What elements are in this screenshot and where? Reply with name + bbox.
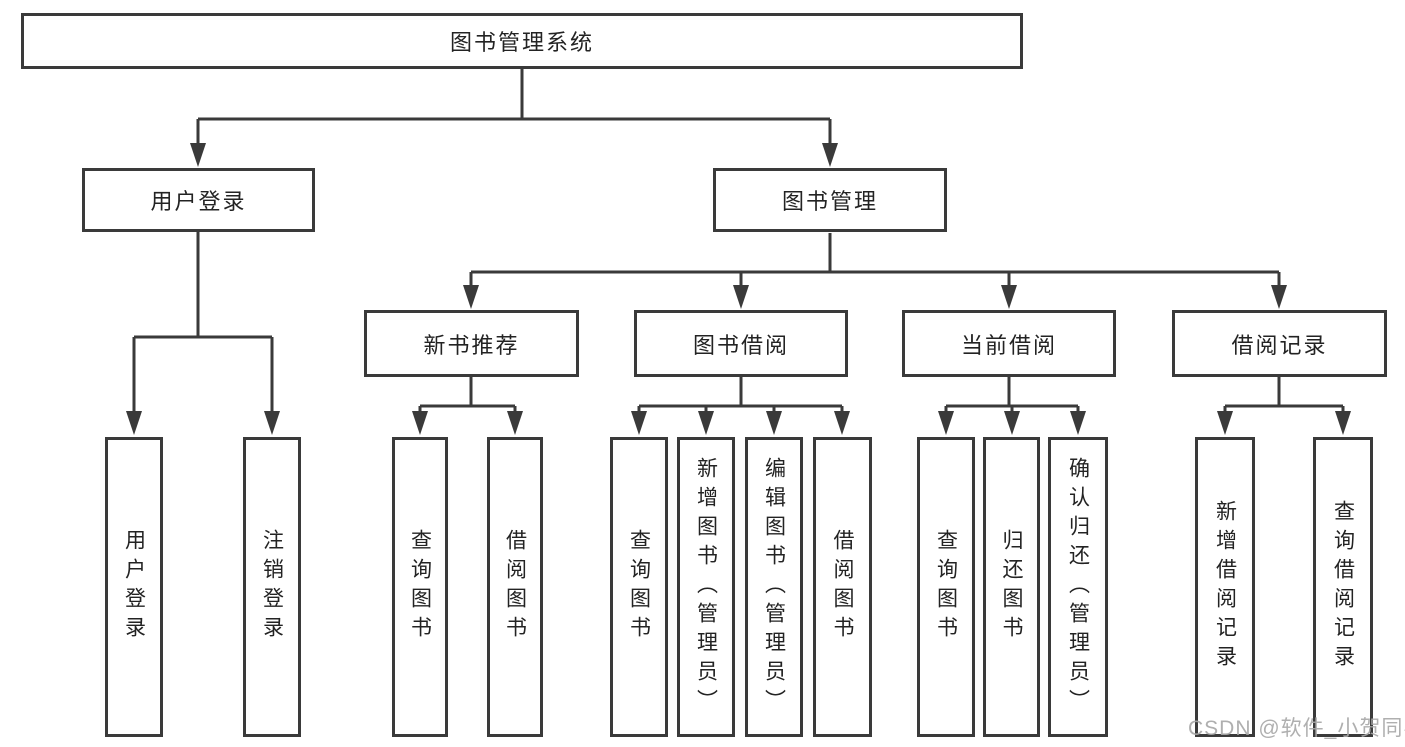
arrowhead-down [1070, 411, 1086, 435]
leaf-add-books-admin: 新增图书（管理员） [677, 437, 735, 737]
node-new-book-recommend: 新书推荐 [364, 310, 579, 377]
connector-newbook-to-leaves [418, 377, 517, 414]
leaf-query-books-recommend: 查询图书 [392, 437, 448, 737]
leaf-query-books-current-label: 查询图书 [934, 529, 958, 645]
leaf-confirm-return-admin: 确认归还（管理员） [1048, 437, 1108, 737]
leaf-edit-books-admin: 编辑图书（管理员） [745, 437, 803, 737]
leaf-user-login-label: 用户登录 [122, 529, 146, 645]
connector-bookborrow-to-leaves [637, 377, 844, 414]
arrowhead-down [1335, 411, 1351, 435]
node-borrow-records: 借阅记录 [1172, 310, 1387, 377]
node-new-book-recommend-label: 新书推荐 [423, 332, 520, 358]
arrowhead-down [733, 285, 749, 309]
arrowhead-down [1271, 285, 1287, 309]
arrowhead-down [834, 411, 850, 435]
leaf-query-borrow-record-label: 查询借阅记录 [1331, 500, 1355, 674]
leaf-borrow-books-recommend: 借阅图书 [487, 437, 543, 737]
leaf-query-books-recommend-label: 查询图书 [408, 529, 432, 645]
connector-borrowrecords-to-leaves [1223, 377, 1345, 414]
node-borrow-records-label: 借阅记录 [1231, 332, 1328, 358]
leaf-query-books-current: 查询图书 [917, 437, 975, 737]
leaf-query-borrow-record: 查询借阅记录 [1313, 437, 1373, 737]
arrowhead-down [412, 411, 428, 435]
arrowhead-down [1001, 285, 1017, 309]
leaf-logout-label: 注销登录 [260, 529, 284, 645]
leaf-edit-books-admin-label: 编辑图书（管理员） [762, 456, 786, 718]
arrowhead-down [766, 411, 782, 435]
arrowhead-down [938, 411, 954, 435]
connector-userlogin-to-leaves [132, 232, 274, 414]
connector-currentborrow-to-leaves [944, 377, 1080, 414]
arrowhead-down [1004, 411, 1020, 435]
node-current-borrow: 当前借阅 [902, 310, 1116, 377]
leaf-confirm-return-admin-label: 确认归还（管理员） [1066, 456, 1090, 718]
leaf-add-books-admin-label: 新增图书（管理员） [694, 456, 718, 718]
node-book-management-label: 图书管理 [781, 189, 878, 214]
leaf-query-books-borrow-label: 查询图书 [627, 529, 651, 645]
node-root: 图书管理系统 [21, 13, 1023, 69]
leaf-logout: 注销登录 [243, 437, 301, 737]
arrowhead-down [190, 143, 206, 167]
leaf-borrow-books-recommend-label: 借阅图书 [503, 529, 527, 645]
node-book-borrow: 图书借阅 [634, 310, 848, 377]
node-book-borrow-label: 图书借阅 [692, 332, 789, 358]
node-user-login: 用户登录 [82, 168, 315, 232]
leaf-borrow-books-label: 借阅图书 [831, 529, 854, 645]
node-current-borrow-label: 当前借阅 [960, 332, 1057, 358]
leaf-return-books-label: 归还图书 [1000, 529, 1023, 645]
leaf-query-books-borrow: 查询图书 [610, 437, 668, 737]
node-root-label: 图书管理系统 [449, 30, 594, 55]
leaf-add-borrow-record-label: 新增借阅记录 [1213, 500, 1237, 674]
node-user-login-label: 用户登录 [150, 189, 247, 214]
node-book-management: 图书管理 [713, 168, 947, 232]
arrowhead-down [698, 411, 714, 435]
csdn-watermark: CSDN @软件_小贺同学 [1188, 717, 1405, 740]
leaf-borrow-books: 借阅图书 [813, 437, 872, 737]
arrowhead-down [631, 411, 647, 435]
arrowhead-down [463, 285, 479, 309]
arrowhead-down [1217, 411, 1233, 435]
leaf-return-books: 归还图书 [983, 437, 1040, 737]
leaf-add-borrow-record: 新增借阅记录 [1195, 437, 1255, 737]
arrowhead-down [126, 411, 142, 435]
leaf-user-login: 用户登录 [105, 437, 163, 737]
connector-root-to-level2 [196, 69, 832, 148]
arrowhead-down [507, 411, 523, 435]
connector-bookmgmt-to-level3 [469, 233, 1281, 287]
arrowhead-down [822, 143, 838, 167]
arrowhead-down [264, 411, 280, 435]
